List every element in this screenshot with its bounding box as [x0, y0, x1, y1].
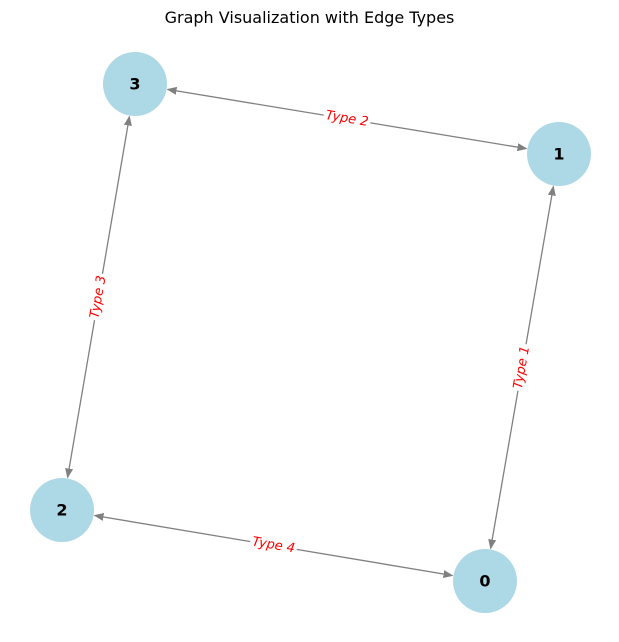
edge-label-text: Type 2 [324, 108, 369, 130]
diagram-title: Graph Visualization with Edge Types [164, 8, 455, 27]
node-0: 0 [453, 549, 517, 613]
node-circle [527, 122, 591, 186]
node-label: 0 [479, 572, 490, 591]
edge-label-3-1: Type 2 [322, 106, 372, 132]
node-3: 3 [103, 52, 167, 116]
edge-label-text: Type 1 [511, 345, 533, 390]
edge-label-text: Type 4 [251, 535, 296, 557]
nodes-layer: 0 1 2 3 [30, 52, 591, 613]
edge-label-background [248, 533, 299, 558]
edge-label-background [86, 272, 111, 322]
node-label: 1 [553, 145, 564, 164]
edge-label-0-1: Type 1 [509, 342, 535, 393]
edge-label-text: Type 3 [87, 274, 109, 319]
edge-labels-layer: Type 1 Type 2 Type 3 Type 4 [86, 106, 535, 558]
node-circle [103, 52, 167, 116]
node-label: 2 [56, 501, 67, 520]
node-1: 1 [527, 122, 591, 186]
edge-label-3-2: Type 3 [86, 272, 111, 322]
edge-label-background [322, 106, 372, 132]
node-2: 2 [30, 478, 94, 542]
edges-layer [65, 86, 556, 578]
edge-label-2-0: Type 4 [248, 533, 299, 558]
node-circle [30, 478, 94, 542]
node-circle [453, 549, 517, 613]
node-label: 3 [129, 75, 140, 94]
edge-label-background [509, 342, 535, 393]
